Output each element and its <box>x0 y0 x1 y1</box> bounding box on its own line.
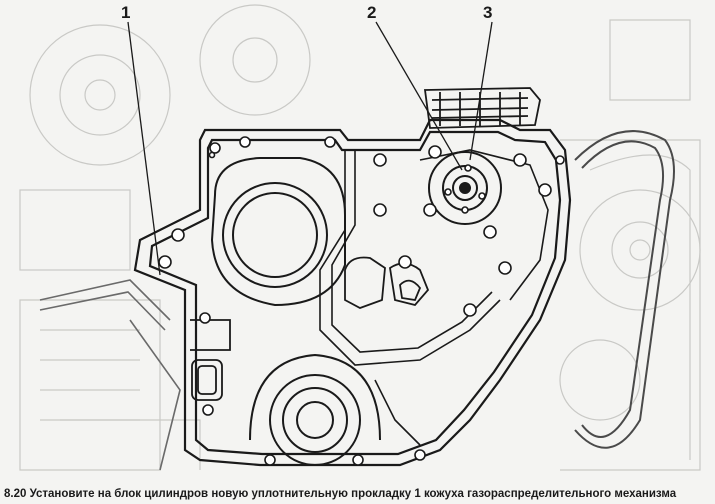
cover-ribs <box>319 149 549 446</box>
tensioner-block <box>423 87 541 129</box>
callout-3: 3 <box>483 3 493 22</box>
callout-2: 2 <box>367 3 377 22</box>
leader-lines <box>127 21 493 276</box>
upper-opening <box>210 157 346 307</box>
bolt-holes <box>158 136 565 466</box>
left-chain <box>39 279 181 471</box>
figure-caption: 8.20 Установите на блок цилиндров новую … <box>4 488 677 500</box>
callout-1: 1 <box>121 3 131 22</box>
crank-seal <box>249 353 381 466</box>
middle-ports <box>344 256 430 309</box>
timing-cover <box>133 118 572 467</box>
timing-chain <box>574 130 675 449</box>
ghost-background-parts <box>19 4 701 471</box>
engine-timing-cover-illustration <box>19 4 701 471</box>
